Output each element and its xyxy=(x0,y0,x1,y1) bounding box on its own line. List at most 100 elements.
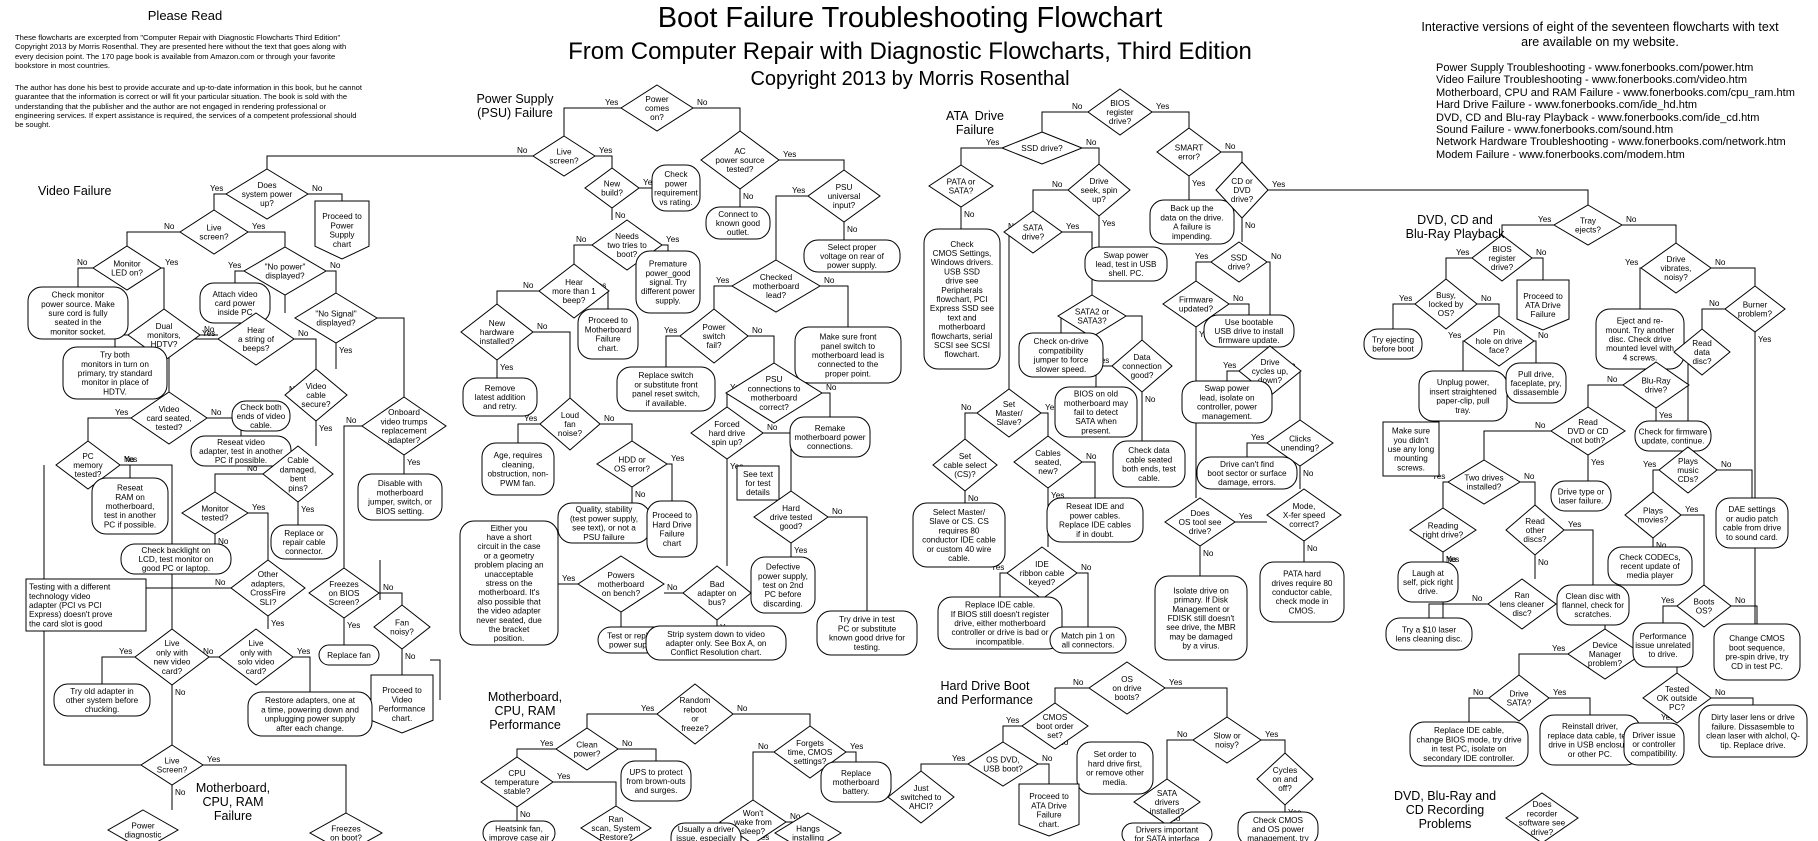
flow-edge xyxy=(1681,514,1705,585)
flow-node-shape xyxy=(1505,362,1567,404)
flow-edge xyxy=(752,751,774,800)
flow-node-shape xyxy=(1409,507,1477,553)
edge-label-no: No xyxy=(204,325,215,334)
flow-edge xyxy=(326,270,337,293)
flow-edge xyxy=(1299,370,1301,420)
flow-node-shape xyxy=(179,209,249,255)
edge-label-yes: Yes xyxy=(119,647,132,656)
flow-edge xyxy=(1639,267,1641,309)
link-dvd-cd[interactable]: DVD, CD and Blu-ray Playback - www.foner… xyxy=(1436,111,1760,124)
edge-label-no: No xyxy=(383,583,394,592)
edge-label-no: No xyxy=(1145,395,1156,404)
link-power-supply[interactable]: Power Supply Troubleshooting - www.foner… xyxy=(1436,62,1754,74)
flow-node-no-power-disp: "No power"displayed? xyxy=(243,246,327,296)
flow-node-replace-ide-bios: Replace IDE cable,change BIOS mode, try … xyxy=(1409,721,1529,767)
flow-node-shape xyxy=(646,500,698,558)
flow-node-shape xyxy=(481,442,555,496)
flow-node-shape xyxy=(736,465,780,501)
edge-label-no: No xyxy=(743,192,754,201)
link-cpu-ram[interactable]: Motherboard, CPU and RAM Failure - www.f… xyxy=(1436,86,1795,99)
flow-node-shape xyxy=(1382,421,1440,477)
flow-node-shape xyxy=(923,228,1001,370)
link-hard-drive[interactable]: Hard Drive Failure - www.fonerbooks.com/… xyxy=(1436,99,1698,112)
edge-label-yes: Yes xyxy=(664,326,677,335)
flow-node-shape xyxy=(1154,575,1248,661)
edge-label-no: No xyxy=(961,403,972,412)
flow-node-shape xyxy=(690,406,764,460)
edge-label-yes: Yes xyxy=(986,138,999,147)
flow-node-shape xyxy=(1237,811,1319,841)
link-sound[interactable]: Sound Failure - www.fonerbooks.com/sound… xyxy=(1436,124,1674,137)
link-video-failure[interactable]: Video Failure Troubleshooting - www.fone… xyxy=(1436,74,1748,87)
flow-node-shape xyxy=(1111,339,1173,393)
edge-label-no: No xyxy=(1472,594,1483,603)
edge-label-yes: Yes xyxy=(271,619,284,628)
section-power-supply: Power Supply (PSU) Failure xyxy=(476,92,554,120)
flow-edge xyxy=(1261,739,1286,753)
flow-edge xyxy=(126,231,180,246)
edge-label-no: No xyxy=(1052,180,1063,189)
flow-node-shape xyxy=(620,760,692,802)
flow-edge xyxy=(1226,370,1239,381)
link-network[interactable]: Network Hardware Troubleshooting - www.f… xyxy=(1436,136,1786,149)
edge-label-no: No xyxy=(968,494,979,503)
edge-label-yes: Yes xyxy=(1758,335,1771,344)
flow-node-shape xyxy=(820,761,892,803)
flow-edge xyxy=(496,290,539,304)
flow-node-shape xyxy=(373,604,431,650)
flow-node-label: Quality, stability(test power supply,see… xyxy=(570,505,638,542)
flow-edge xyxy=(379,592,403,605)
edge-label-yes: Yes xyxy=(339,346,352,355)
flow-node-shape xyxy=(1471,234,1533,282)
edge-label-no: No xyxy=(824,276,835,285)
flow-node-shape xyxy=(750,556,816,614)
section-mobo-failure: Motherboard, CPU, RAM Failure xyxy=(195,781,271,823)
edge-label-yes: Yes xyxy=(1456,248,1469,257)
edge-label-yes: Yes xyxy=(1399,294,1412,303)
link-modem[interactable]: Modem Failure - www.fonerbooks.com/modem… xyxy=(1436,148,1685,161)
edge-label-no: No xyxy=(1715,258,1726,267)
flow-edge xyxy=(1731,605,1758,624)
edge-label-no: No xyxy=(517,146,528,155)
flow-node-shape xyxy=(1164,497,1236,547)
flow-node-shape xyxy=(1505,504,1565,556)
flow-node-shape xyxy=(679,308,749,364)
flow-node-shape xyxy=(928,164,994,208)
